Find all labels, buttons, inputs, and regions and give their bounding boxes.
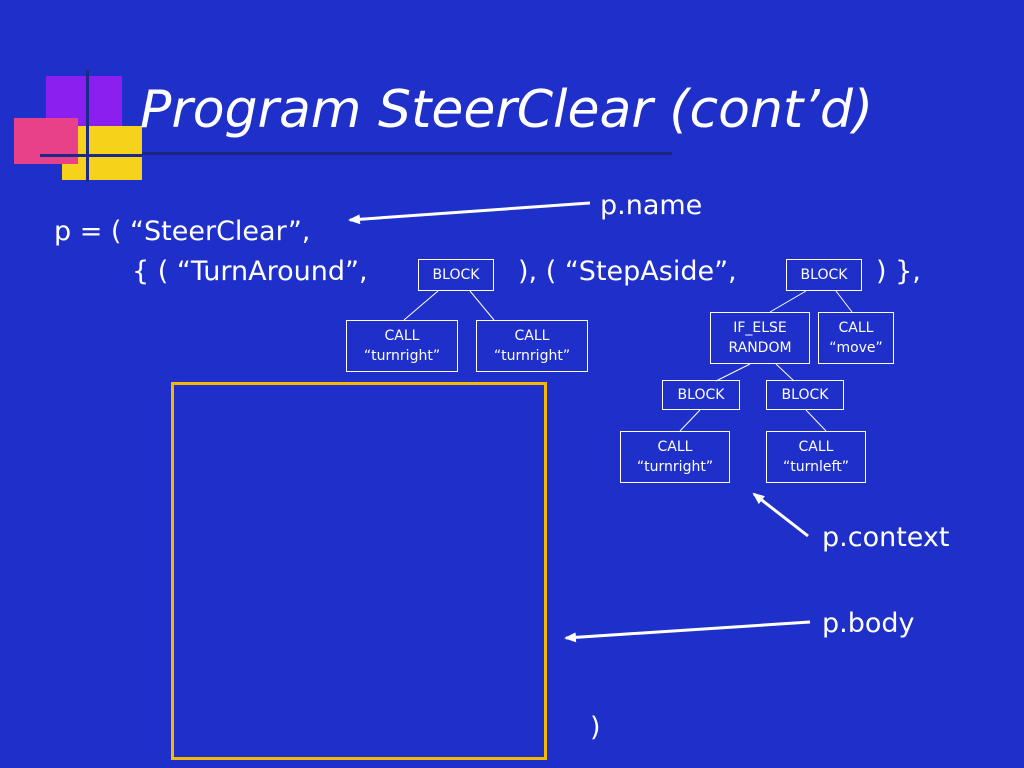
- arrow-context: [752, 492, 809, 538]
- tree1-root-block: BLOCK: [418, 259, 494, 291]
- edge-ifelse-to-block-right: [775, 363, 795, 382]
- title-underline: [142, 152, 672, 155]
- tree1-call-left-line2: “turnright”: [363, 348, 441, 364]
- tree2-call-move-line2: “move”: [829, 340, 883, 356]
- tree2-if-else-line1: IF_ELSE: [733, 320, 787, 336]
- tree2-call-turnleft-line1: CALL: [798, 439, 834, 455]
- logo-horizontal-bar: [40, 154, 142, 157]
- tree1-call-right-line2: “turnright”: [493, 348, 571, 364]
- tree2-block-left: BLOCK: [662, 380, 740, 410]
- logo-square-pink: [14, 118, 78, 164]
- tree2-block-right: BLOCK: [766, 380, 844, 410]
- edge-root-to-ifelse: [769, 290, 807, 313]
- tree2-call-move: CALL “move”: [818, 312, 894, 364]
- tree2-call-turnleft: CALL “turnleft”: [766, 431, 866, 483]
- tree2-call-turnright: CALL “turnright”: [620, 431, 730, 483]
- edge-block-left-to-call: [679, 409, 701, 432]
- edge-block-to-call-right: [469, 290, 495, 321]
- tree1-call-right: CALL “turnright”: [476, 320, 588, 372]
- code-line-1: p = ( “SteerClear”,: [54, 216, 311, 247]
- edge-block-right-to-call: [805, 409, 827, 432]
- code-line-2-part-1: { ( “TurnAround”,: [132, 256, 368, 287]
- tree2-call-turnright-line1: CALL: [657, 439, 693, 455]
- label-p-body: p.body: [822, 608, 915, 639]
- tree1-root-label: BLOCK: [432, 267, 480, 283]
- tree2-root-label: BLOCK: [800, 267, 848, 283]
- body-box: [171, 382, 547, 760]
- tree2-if-else: IF_ELSE RANDOM: [710, 312, 810, 364]
- closing-paren: ): [590, 712, 601, 743]
- tree2-call-turnleft-line2: “turnleft”: [783, 459, 849, 475]
- edge-block-to-call-left: [403, 290, 439, 321]
- tree1-call-right-line1: CALL: [514, 328, 550, 344]
- edge-ifelse-to-block-left: [715, 363, 751, 382]
- tree1-call-left: CALL “turnright”: [346, 320, 458, 372]
- slide-title: Program SteerClear (cont’d): [140, 80, 874, 140]
- tree2-call-turnright-line2: “turnright”: [636, 459, 714, 475]
- tree2-block-left-label: BLOCK: [677, 387, 725, 403]
- tree2-block-right-label: BLOCK: [781, 387, 829, 403]
- tree1-call-left-line1: CALL: [384, 328, 420, 344]
- edge-root-to-move: [835, 290, 853, 313]
- logo-vertical-bar: [86, 70, 89, 182]
- arrow-body: [564, 620, 811, 643]
- code-line-2-part-2: ), ( “StepAside”,: [518, 256, 737, 287]
- arrow-name: [348, 201, 591, 225]
- tree2-if-else-line2: RANDOM: [728, 340, 792, 356]
- label-p-name: p.name: [600, 190, 703, 221]
- code-line-2-part-3: ) },: [876, 256, 921, 287]
- tree2-call-move-line1: CALL: [838, 320, 874, 336]
- tree2-root-block: BLOCK: [786, 259, 862, 291]
- label-p-context: p.context: [822, 522, 950, 553]
